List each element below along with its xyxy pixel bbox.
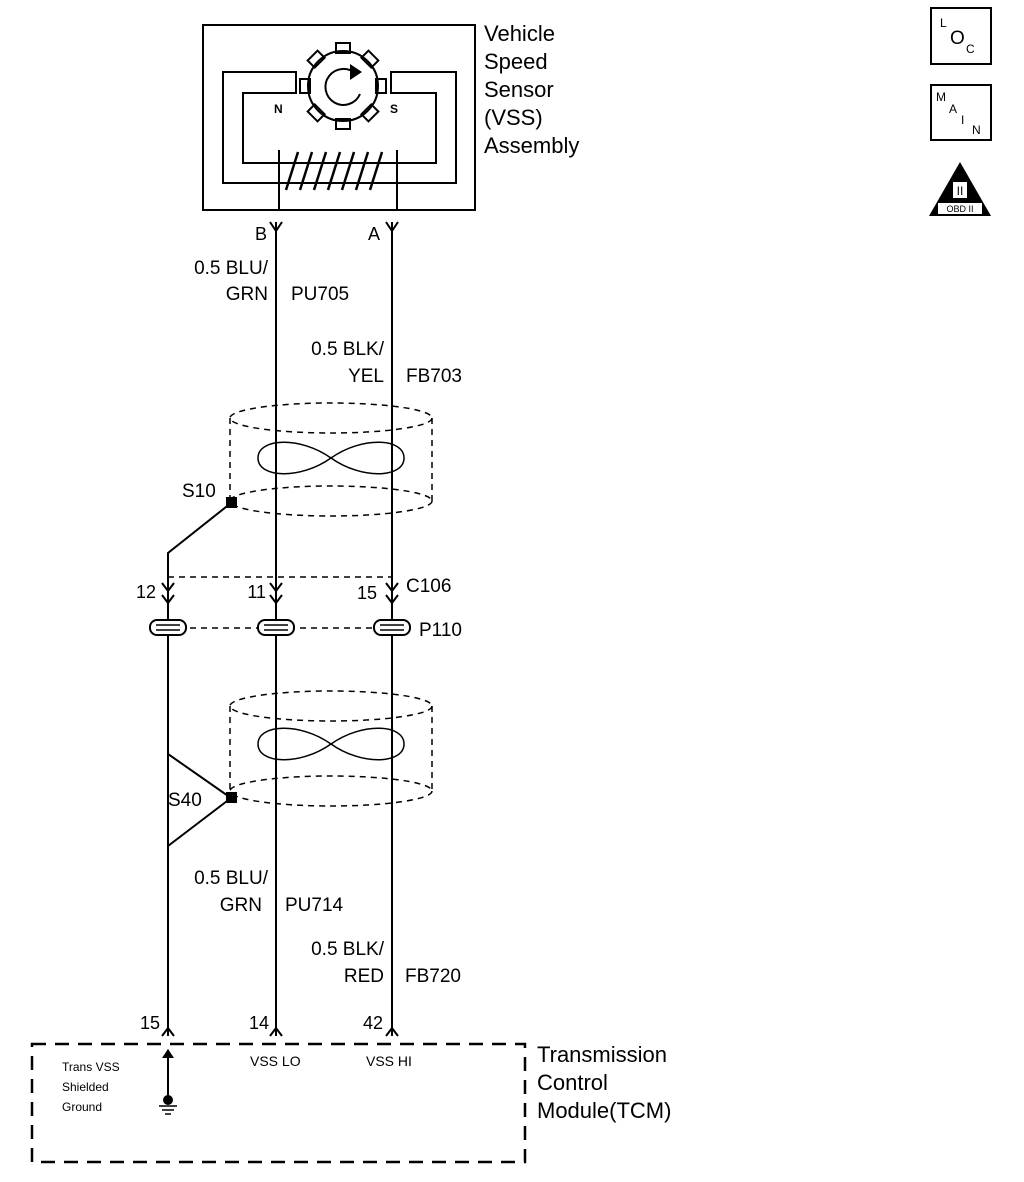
- tcm-pin-14: 14: [249, 1013, 269, 1033]
- splice-s40[interactable]: [226, 792, 237, 803]
- rotation-arrow: [324, 67, 361, 106]
- vss-assembly[interactable]: N S: [202, 24, 476, 211]
- lower-left-gauge: 0.5 BLU/: [194, 868, 269, 889]
- main-badge[interactable]: M A I N: [930, 84, 992, 141]
- loc-badge-c: C: [966, 42, 975, 56]
- lower-right-circuit: FB720: [405, 966, 461, 987]
- coil-winding: [298, 151, 314, 191]
- tcm-title: Transmission Control Module(TCM): [537, 1042, 673, 1123]
- pickup-coil: [284, 151, 384, 191]
- pole-n-label: N: [274, 102, 283, 116]
- drain-wire-lower-segment[interactable]: [167, 797, 232, 847]
- sensor-title: Vehicle Speed Sensor (VSS) Assembly: [484, 21, 579, 158]
- reluctor-teeth: [299, 42, 387, 130]
- coil-winding: [312, 151, 328, 191]
- p110-label: P110: [419, 620, 462, 641]
- lower-right-color: RED: [344, 966, 384, 987]
- upper-right-gauge: 0.5 BLK/: [311, 339, 385, 360]
- loc-badge[interactable]: L O C: [930, 7, 992, 65]
- lower-twisted-pair-shield: [229, 690, 433, 807]
- reluctor-tooth: [359, 49, 380, 70]
- drain-wire-upper-segment[interactable]: [167, 635, 232, 799]
- lower-left-circuit: PU714: [285, 895, 344, 916]
- coil-winding: [354, 151, 370, 191]
- main-badge-a: A: [949, 102, 957, 116]
- tcm-pin-15: 15: [140, 1013, 160, 1033]
- lower-left-color: GRN: [220, 895, 262, 916]
- tcm-box[interactable]: [30, 1042, 527, 1164]
- terminal-b-label: B: [255, 224, 267, 244]
- lower-right-gauge: 0.5 BLK/: [311, 939, 385, 960]
- upper-left-circuit: PU705: [291, 284, 349, 305]
- main-badge-m: M: [936, 90, 946, 104]
- obd-roman: II: [957, 184, 964, 198]
- upper-left-gauge: 0.5 BLU/: [194, 258, 269, 279]
- magnet-frame: [222, 71, 457, 184]
- main-badge-n: N: [972, 123, 981, 137]
- tcm-pin-42: 42: [363, 1013, 383, 1033]
- reluctor-tooth: [359, 102, 380, 123]
- obd-text: OBD II: [946, 204, 973, 214]
- tcm-pin-15-connector[interactable]: [161, 1026, 175, 1037]
- upper-right-color: YEL: [348, 366, 384, 387]
- obd-ii-badge[interactable]: II OBD II: [929, 162, 991, 216]
- upper-twisted-pair-shield: [229, 402, 433, 517]
- reluctor-tooth: [335, 118, 351, 130]
- c106-connector[interactable]: [161, 582, 399, 605]
- upper-right-circuit: FB703: [406, 366, 462, 387]
- reluctor-tooth: [306, 49, 327, 70]
- loc-badge-l: L: [940, 16, 947, 30]
- splice-s10-label: S10: [182, 481, 216, 502]
- tcm-pin-14-connector[interactable]: [269, 1026, 283, 1037]
- coil-winding: [284, 151, 300, 191]
- tcm-pin-42-connector[interactable]: [385, 1026, 399, 1037]
- c106-label: C106: [406, 576, 451, 597]
- vss-lo-label: VSS LO: [250, 1053, 301, 1069]
- vss-outer-box: [202, 24, 476, 211]
- reluctor-tooth: [306, 102, 327, 123]
- shielded-ground-icon: [159, 1049, 177, 1115]
- splice-s10[interactable]: [226, 497, 237, 508]
- c106-pin-11: 11: [247, 582, 266, 602]
- loc-badge-o: O: [950, 28, 965, 49]
- p110-passthrough[interactable]: [149, 619, 411, 636]
- upper-left-color: GRN: [226, 284, 268, 305]
- drain-wire[interactable]: [167, 502, 232, 1036]
- coil-winding: [340, 151, 356, 191]
- terminal-a-label: A: [368, 224, 380, 244]
- splice-s40-label: S40: [168, 790, 202, 811]
- shielded-ground-label: Trans VSS Shielded Ground: [62, 1060, 123, 1114]
- c106-pin-12: 12: [136, 582, 156, 602]
- c106-pin-15: 15: [357, 583, 377, 603]
- vss-hi-label: VSS HI: [366, 1053, 412, 1069]
- reluctor-tooth: [335, 42, 351, 54]
- coil-winding: [326, 151, 342, 191]
- coil-winding: [368, 151, 384, 191]
- main-badge-i: I: [961, 113, 964, 127]
- pole-s-label: S: [390, 102, 398, 116]
